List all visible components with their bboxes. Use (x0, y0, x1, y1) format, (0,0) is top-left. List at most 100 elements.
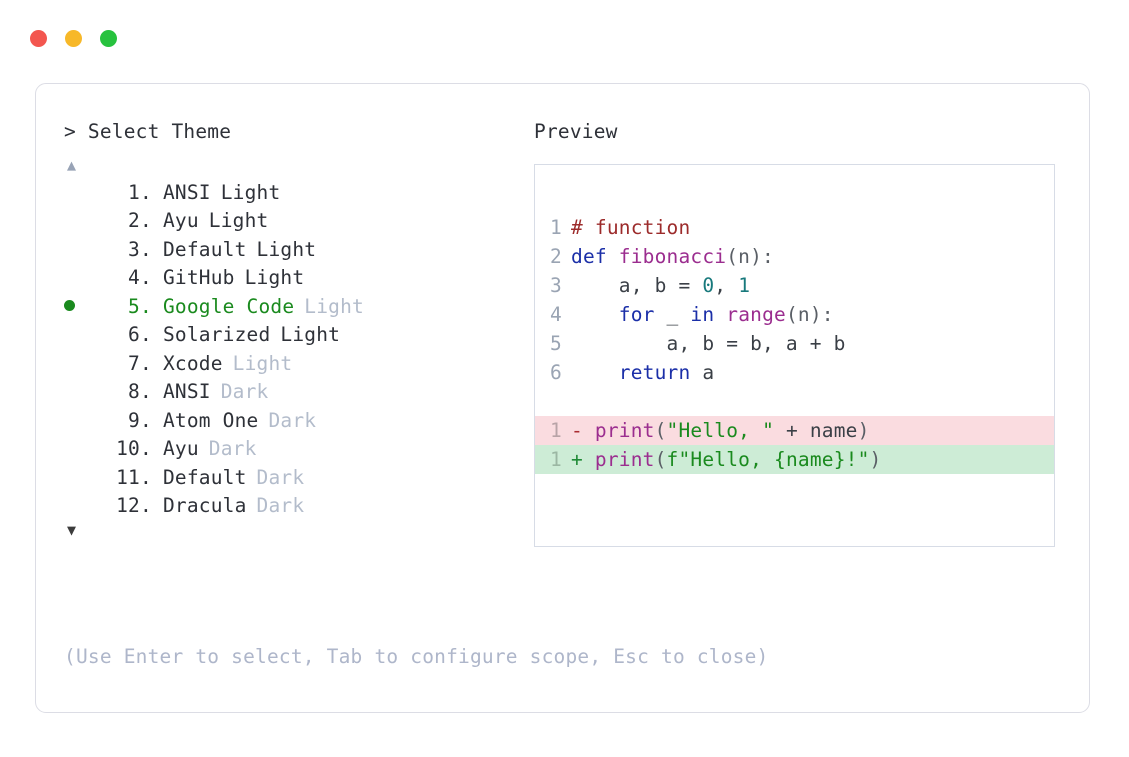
code-token: a, b = (571, 273, 703, 297)
code-token: - (571, 418, 595, 442)
theme-list-item[interactable]: 6. Solarized Light (64, 323, 534, 352)
theme-item-variant: Dark (220, 380, 269, 403)
code-token: ) (869, 447, 882, 471)
close-button[interactable] (30, 30, 47, 47)
theme-item-variant: Light (280, 323, 341, 346)
theme-item-variant: Light (256, 237, 317, 261)
code-token: _ (654, 302, 691, 326)
line-number: 3 (550, 273, 562, 297)
theme-item-separator: . (140, 237, 152, 261)
code-text: a, b = b, a + b (571, 329, 846, 358)
theme-item-index: 8 (128, 380, 140, 403)
theme-item-name: Ayu (162, 209, 199, 232)
keyboard-hint: (Use Enter to select, Tab to configure s… (64, 645, 769, 668)
code-token: range (726, 302, 786, 326)
code-text: return a (571, 358, 714, 387)
line-number: 1 (550, 215, 562, 239)
code-diff-added-line: 1+ print(f"Hello, {name}!") (535, 444, 1054, 474)
code-token: f"Hello, {name}!" (666, 447, 870, 471)
theme-item-variant: Light (304, 294, 364, 318)
theme-item-name: ANSI (162, 380, 211, 403)
code-token: return (618, 360, 691, 384)
theme-item-index: 7 (128, 351, 140, 375)
theme-list-item[interactable]: 1. ANSI Light (64, 181, 534, 210)
code-line: 1 # function (535, 213, 1054, 242)
scroll-down-icon[interactable]: ▼ (67, 520, 77, 539)
line-number: 1 (535, 444, 571, 474)
theme-item-index: 6 (128, 323, 140, 346)
theme-item-index: 10 (116, 437, 140, 460)
theme-item-separator: . (140, 408, 152, 432)
theme-item-index: 11 (116, 465, 140, 489)
theme-item-separator: . (140, 266, 152, 289)
code-text: # function (571, 213, 690, 242)
theme-item-name: GitHub (162, 266, 235, 289)
code-token: , (714, 273, 739, 297)
code-token: a (690, 360, 715, 384)
code-token: in (690, 302, 715, 326)
theme-list-item[interactable]: 4. GitHub Light (64, 266, 534, 295)
window-titlebar (30, 30, 117, 47)
theme-item-index: 4 (128, 266, 140, 289)
code-token: print (594, 418, 655, 442)
theme-item-separator: . (140, 323, 152, 346)
code-line: 5 a, b = b, a + b (535, 329, 1054, 358)
theme-item-separator: . (140, 294, 152, 318)
code-token: a, b = b, a + b (571, 331, 846, 355)
theme-list-item[interactable]: 10. Ayu Dark (64, 437, 534, 466)
code-token: fibonacci (618, 244, 727, 268)
theme-item-name: Dracula (162, 494, 247, 517)
preview-label: Preview (534, 120, 618, 143)
theme-item-name: Solarized (162, 323, 271, 346)
code-token (714, 303, 726, 326)
theme-item-name: ANSI (162, 180, 211, 204)
theme-list-item[interactable]: 5. Google Code Light (64, 295, 534, 324)
code-token: + (571, 447, 595, 471)
theme-item-separator: . (140, 180, 152, 204)
maximize-button[interactable] (100, 30, 117, 47)
selection-bullet-icon (64, 298, 94, 315)
theme-item-separator: . (140, 494, 152, 517)
theme-item-variant: Light (220, 180, 281, 204)
code-token: "Hello, " (666, 418, 775, 442)
theme-item-index: 5 (128, 294, 140, 318)
theme-item-variant: Light (244, 266, 305, 289)
minimize-button[interactable] (65, 30, 82, 47)
code-line: 4 for _ in range(n): (535, 300, 1054, 329)
theme-item-variant: Dark (208, 437, 257, 460)
theme-item-separator: . (140, 209, 152, 232)
code-text: def fibonacci(n): (571, 242, 774, 271)
scroll-up-icon[interactable]: ▲ (67, 155, 77, 174)
theme-item-index: 1 (128, 180, 140, 204)
code-blank-line (535, 387, 1054, 416)
code-token: def (571, 244, 619, 268)
line-number: 1 (535, 415, 571, 445)
code-token: print (594, 447, 655, 471)
code-token: ) (857, 418, 870, 442)
theme-item-name: Ayu (162, 437, 199, 460)
theme-item-separator: . (140, 437, 152, 460)
code-token: 1 (738, 273, 751, 297)
code-token: (n): (726, 244, 774, 268)
theme-item-variant: Light (208, 209, 269, 232)
page-title: > Select Theme (64, 120, 232, 143)
code-text: a, b = 0, 1 (571, 271, 750, 300)
theme-item-index: 9 (128, 408, 140, 432)
theme-item-name: Google Code (162, 294, 295, 318)
code-token: (n): (785, 302, 834, 326)
theme-item-name: Xcode (162, 351, 223, 375)
code-token: # function (571, 215, 691, 239)
theme-item-index: 12 (116, 494, 140, 517)
